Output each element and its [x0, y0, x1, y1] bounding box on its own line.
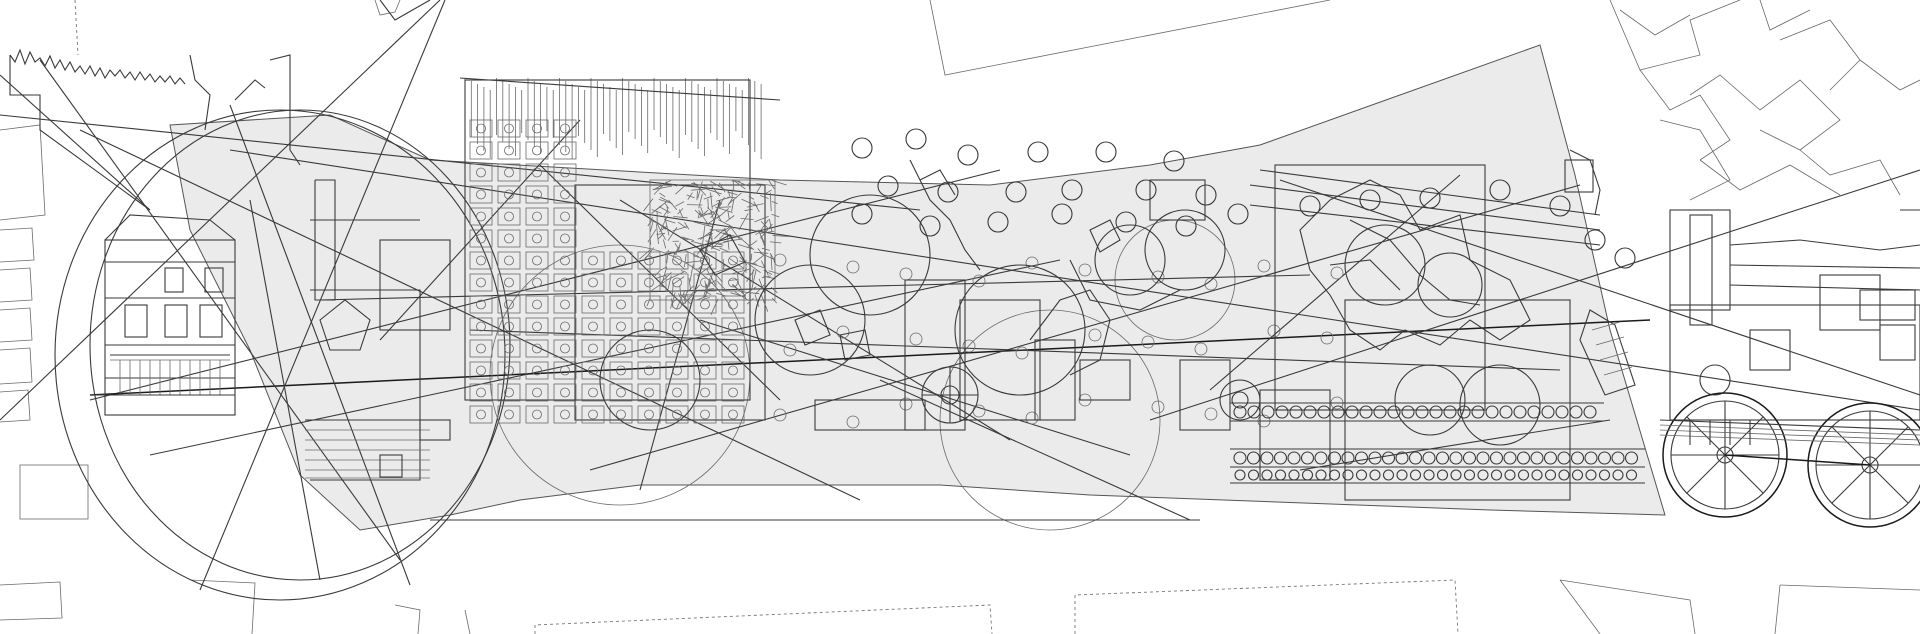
hatched-mass [639, 179, 791, 315]
tree-cluster [1249, 149, 1636, 501]
townhouse-elevation [90, 214, 236, 416]
grid-facade [464, 79, 766, 424]
shaded-site-region [169, 44, 1666, 531]
cog-chain [1230, 402, 1645, 484]
steam-locomotive [1659, 209, 1920, 528]
vertical-comb [459, 77, 781, 159]
skyline-strip [9, 0, 431, 211]
wheel-machinery [599, 159, 1261, 431]
circle-field [773, 128, 1636, 429]
ring-overlay [54, 109, 1236, 601]
frame-shapes [305, 179, 451, 481]
